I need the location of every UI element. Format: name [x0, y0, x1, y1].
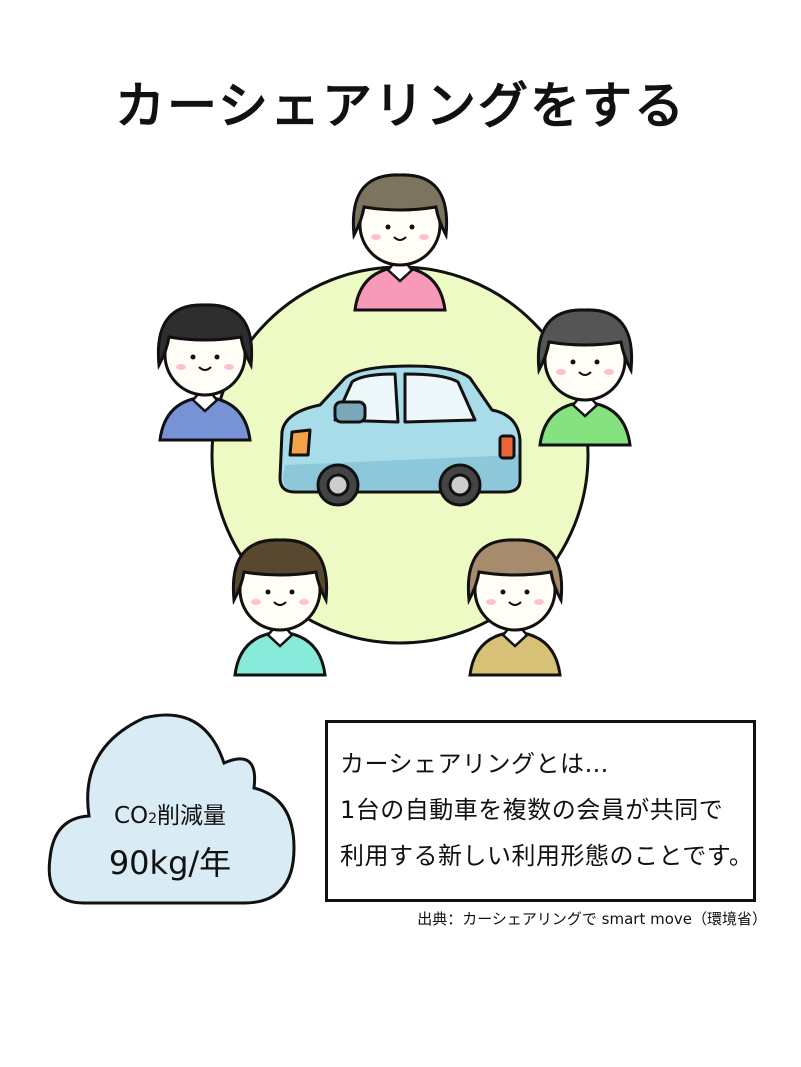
person-right [536, 308, 634, 447]
page-title: カーシェアリングをする [115, 77, 686, 135]
co2-label: CO2削減量 [60, 796, 280, 830]
co2-cloud [47, 713, 296, 905]
description-line: カーシェアリングとは… [340, 750, 610, 778]
description-line: 1台の自動車を複数の会員が共同で [340, 796, 724, 824]
co2-suffix: 削減量 [157, 803, 227, 829]
source-citation: 出典：カーシェアリングで smart move（環境省） [417, 910, 767, 928]
person-top [351, 173, 449, 312]
person-bottom-right [466, 538, 564, 677]
co2-prefix: CO [113, 803, 149, 829]
person-bottom-left [231, 538, 329, 677]
description-line: 利用する新しい利用形態のことです。 [340, 842, 754, 870]
description-box: カーシェアリングとは… 1台の自動車を複数の会員が共同で 利用する新しい利用形態… [325, 720, 756, 902]
person-left [156, 303, 254, 442]
co2-amount: 90kg/年 [108, 844, 232, 882]
co2-subscript: 2 [148, 811, 158, 827]
car-icon [278, 364, 522, 507]
car-sharing-illustration [156, 173, 634, 677]
